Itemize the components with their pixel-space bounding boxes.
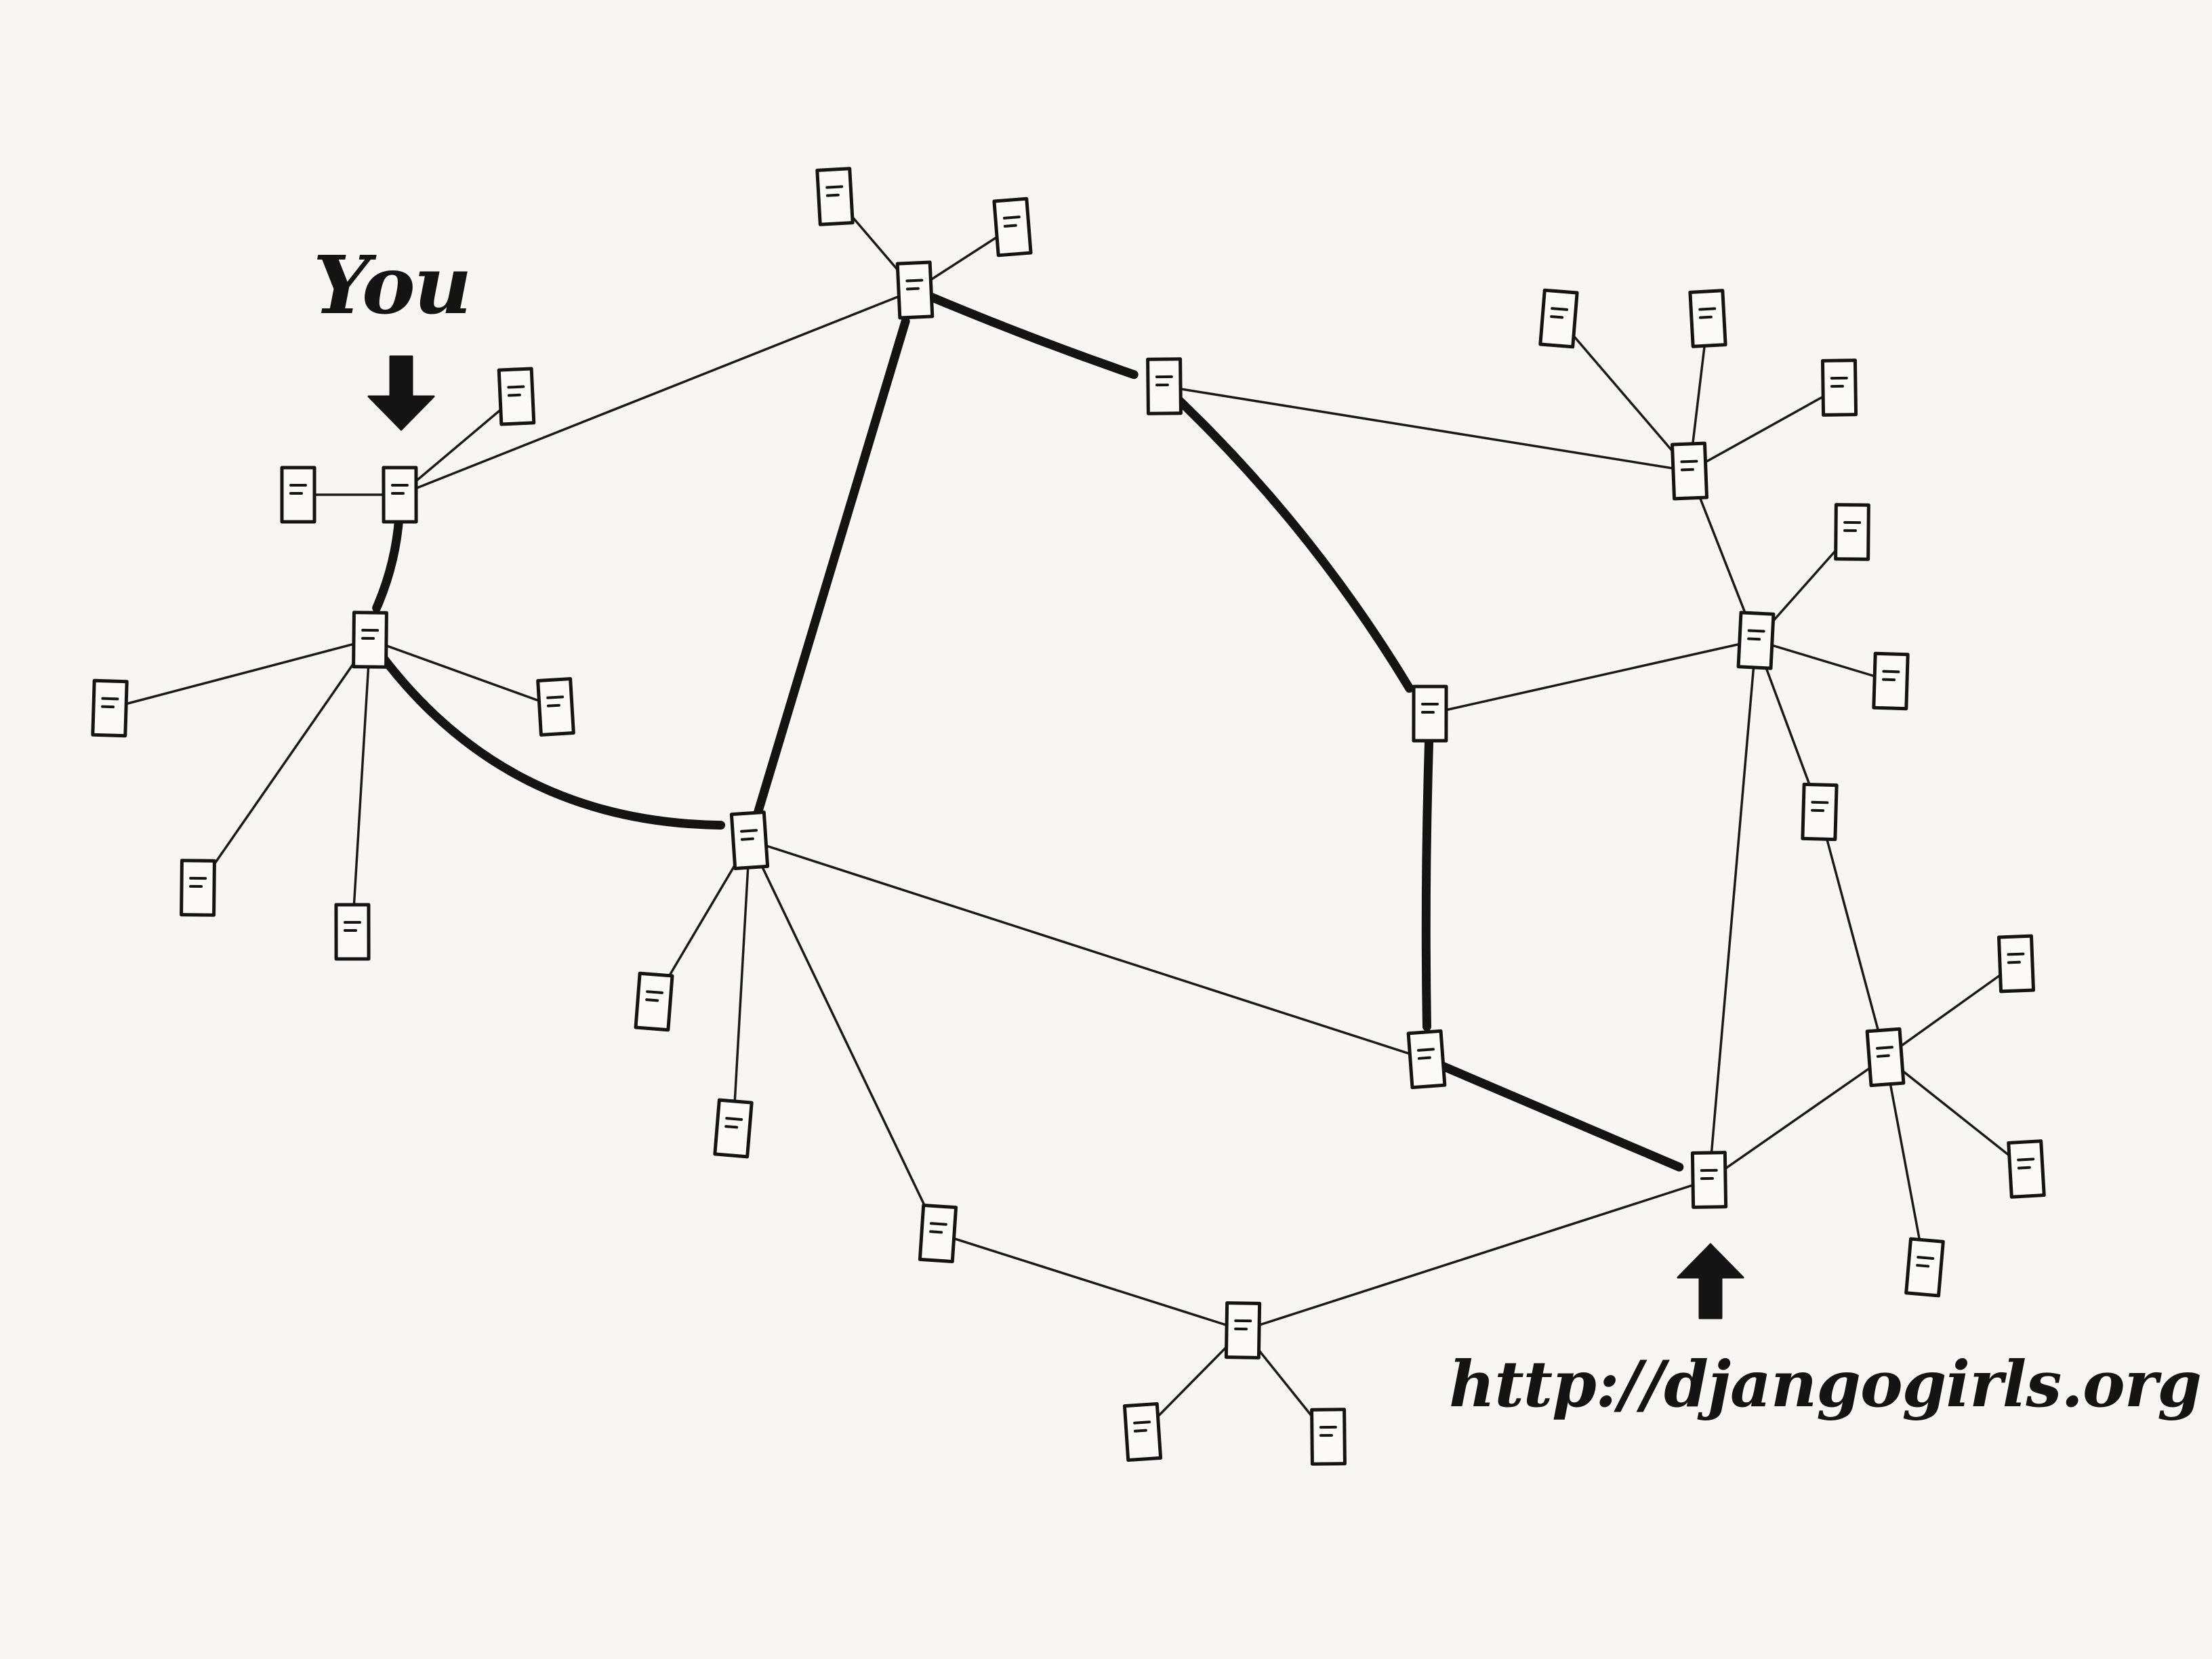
network-link [1242,1179,1711,1332]
network-link [748,839,1428,1061]
server-icon [1872,651,1910,711]
server-icon [634,971,674,1032]
network-link [1818,811,1887,1059]
server-icon [1538,288,1579,349]
network-link [369,638,557,708]
server-icon [1865,1027,1906,1088]
destination-url-label: http://djangogirls.org [1449,1347,2202,1422]
server-icon [180,859,216,917]
network-link [1163,385,1691,472]
server-icon [713,1098,754,1159]
server-icon [382,466,418,524]
network-link [748,839,939,1235]
server-icon [1670,441,1709,501]
server-icon [334,903,371,961]
server-icon [1122,1401,1163,1462]
server-icon [1801,782,1839,842]
server-icon [91,678,129,738]
server-icon [280,466,316,524]
server-icon [1904,1237,1945,1298]
route-arrow [1160,382,1414,693]
network-link [108,638,371,710]
start-label: You [313,238,472,332]
route-arrow [365,635,726,830]
network-link [398,289,916,496]
server-icon [1406,1029,1447,1090]
network-link [1708,639,1757,1181]
server-icon [497,367,536,426]
server-icon [536,677,575,737]
server-icon [815,167,855,226]
server-icon [992,197,1033,258]
network-link [1884,1056,1926,1269]
server-icon [729,810,770,871]
network-link [1884,962,2018,1059]
server-icon [1688,289,1727,348]
network-link [937,1232,1244,1332]
network-link [1557,317,1691,472]
server-icon [918,1203,958,1264]
server-icon [895,260,935,320]
route-arrow [1421,709,1435,1031]
network-link [1884,1056,2028,1170]
server-icon [1736,611,1776,670]
server-icon [1412,684,1448,743]
route-arrow [1422,1054,1684,1172]
server-icon [1996,934,2036,994]
network-link [1755,639,1892,682]
route-arrow [910,285,1139,380]
network-link [197,638,371,889]
server-icon [352,611,388,669]
network-link [1688,386,1841,472]
server-icon [1146,357,1183,415]
up-arrow-icon [1677,1243,1744,1319]
route-arrow [745,316,910,845]
server-icon [1310,1408,1347,1466]
network-link [1429,639,1757,715]
down-arrow-icon [367,355,435,431]
server-icon [1224,1301,1262,1359]
server-icon [1820,359,1858,417]
network-link [351,638,371,933]
server-icon [2007,1139,2046,1199]
server-icon [1690,1151,1728,1209]
server-icon [1834,503,1870,561]
network-link [1708,1056,1887,1181]
network-link [732,839,751,1130]
